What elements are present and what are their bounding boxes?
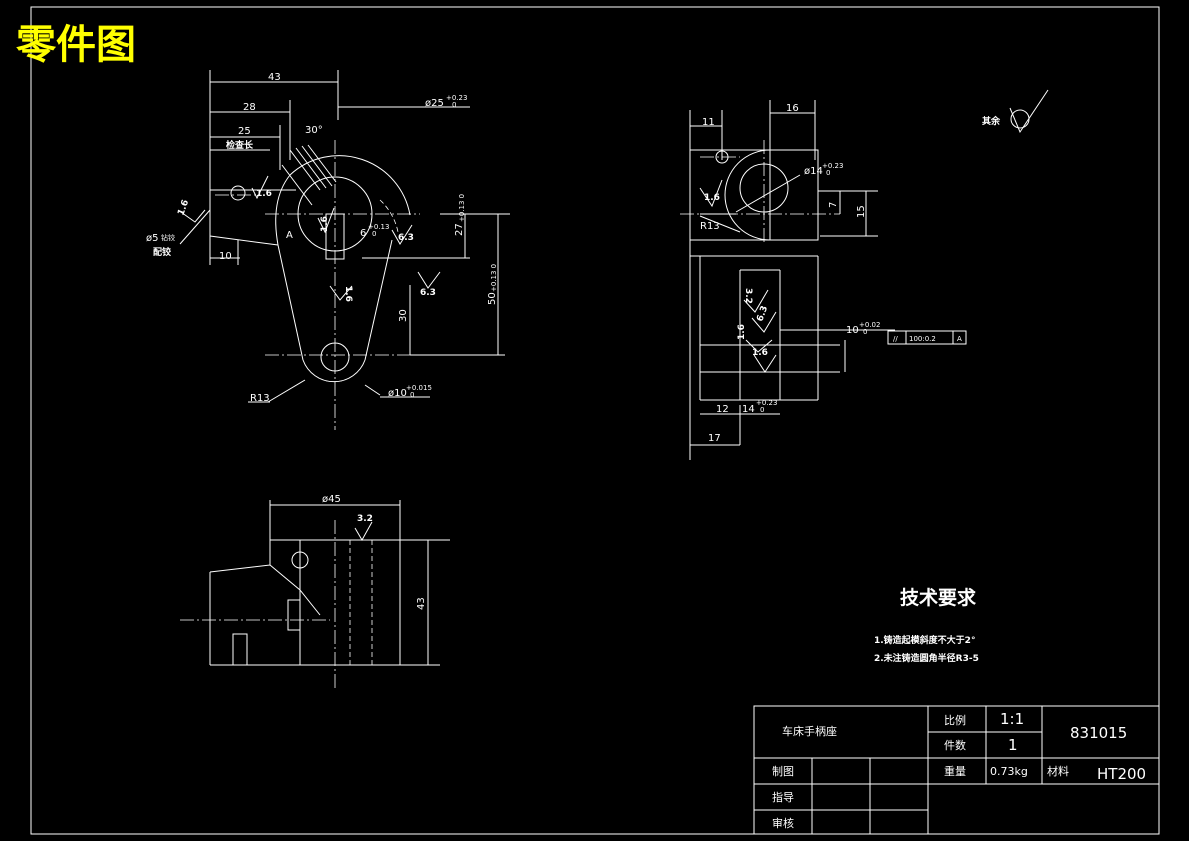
side-dim-15: 15 (856, 205, 867, 218)
scale-label: 比例 (944, 713, 966, 727)
front-roughness-vertical: 1.6 (176, 199, 191, 217)
front-dim-50: 50 (487, 292, 498, 305)
part-name: 车床手柄座 (782, 724, 837, 738)
front-dim-10: 10 (219, 251, 232, 262)
front-check-length: 检查长 (226, 139, 254, 151)
side-roughness-16-b: 1.6 (752, 348, 768, 358)
top-dim-43: 43 (416, 597, 427, 610)
front-label-a: A (286, 230, 293, 241)
weight-label: 重量 (944, 764, 966, 778)
front-dia-10: ø10 (388, 388, 407, 399)
side-tolerance-value: 100:0.2 (909, 335, 936, 343)
front-dia-10-tol-upper: +0.015 (406, 384, 432, 392)
front-dia-5-note: 钻铰 (161, 233, 175, 242)
side-roughness-32: 3.2 (743, 288, 753, 304)
side-dim-14-tol-upper: +0.23 (756, 399, 777, 407)
side-view: 11 16 ø14 +0.23 0 1.6 R13 7 15 3.2 6.3 1… (680, 100, 967, 460)
side-dim-10: 10 (846, 325, 859, 336)
front-slot-tol-upper: +0.13 (368, 223, 389, 231)
front-dia-25: ø25 (425, 98, 444, 109)
material-value: HT200 (1097, 765, 1146, 783)
front-roughness-center: 1.6 (320, 216, 330, 232)
side-dim-16: 16 (786, 103, 799, 114)
tech-req-heading: 技术要求 (900, 586, 977, 609)
front-roughness-bottom: 6.3 (420, 288, 436, 298)
front-dia-10-tol-lower: 0 (410, 391, 414, 399)
side-roughness-left: 1.6 (704, 193, 720, 203)
side-roughness-16-a: 1.6 (737, 324, 747, 340)
front-roughness-slot: 1.6 (343, 286, 353, 302)
quantity-value: 1 (1008, 736, 1018, 754)
front-dim-43: 43 (268, 72, 281, 83)
front-view: 43 28 25 30° 检查长 ø25 +0.23 0 1.6 1.6 ø5 … (146, 70, 510, 430)
front-dia-25-tol-lower: 0 (452, 101, 456, 109)
weight-value: 0.73kg (990, 765, 1028, 778)
drawing-title: 零件图 (16, 21, 136, 68)
side-dim-17: 17 (708, 433, 721, 444)
front-dia-25-tol-upper: +0.23 (446, 94, 467, 102)
advisor-label: 指导 (772, 790, 794, 804)
side-radius-13: R13 (700, 221, 720, 232)
front-roughness-left: 1.6 (256, 189, 272, 199)
side-tolerance-datum: A (957, 335, 962, 343)
side-dim-11: 11 (702, 117, 715, 128)
side-dia-14-tol-upper: +0.23 (822, 162, 843, 170)
scale-value: 1:1 (1000, 710, 1024, 728)
front-radius-13: R13 (250, 393, 270, 404)
front-dim-27-tol: +0.13 0 (458, 194, 466, 222)
top-roughness: 3.2 (357, 514, 373, 524)
front-dim-27: 27 (454, 223, 465, 236)
side-dim-10-tol-lower: 0 (863, 328, 867, 336)
side-dim-7: 7 (828, 202, 839, 208)
front-angle-30: 30° (305, 125, 323, 136)
drawn-by-label: 制图 (772, 765, 794, 778)
side-dia-14-tol-lower: 0 (826, 169, 830, 177)
side-tolerance-symbol: // (893, 335, 898, 343)
side-dia-14: ø14 (804, 166, 823, 177)
front-dia-5: ø5 (146, 233, 158, 244)
side-dim-14-tol-lower: 0 (760, 406, 764, 414)
front-dim-30: 30 (398, 309, 409, 322)
tech-req-item-2: 2.未注铸造圆角半径R3-5 (874, 652, 979, 664)
front-slot-dim: 6 (360, 228, 366, 239)
front-dim-25: 25 (238, 126, 251, 137)
front-slot-tol-lower: 0 (372, 230, 376, 238)
tech-req-item-1: 1.铸造起模斜度不大于2° (874, 634, 975, 646)
general-surface-finish: 其余 (982, 89, 1049, 134)
side-dim-14: 14 (742, 404, 755, 415)
front-pin-note: 配铰 (153, 246, 171, 258)
top-view: ø45 3.2 43 (180, 494, 450, 690)
side-dim-10-tol-upper: +0.02 (859, 321, 880, 329)
title-block: 车床手柄座 比例 1:1 件数 1 831015 重量 0.73kg 材料 HT… (753, 705, 1160, 835)
front-dim-28: 28 (243, 102, 256, 113)
material-label: 材料 (1047, 764, 1069, 778)
reviewer-label: 审核 (772, 816, 794, 830)
front-roughness-right: 6.3 (398, 233, 414, 243)
side-dim-12: 12 (716, 404, 729, 415)
sheet-border (30, 6, 1160, 835)
surface-finish-label: 其余 (982, 115, 1001, 127)
drawing-number: 831015 (1070, 724, 1127, 742)
front-dim-50-tol: +0.13 0 (490, 264, 498, 292)
quantity-label: 件数 (944, 739, 966, 752)
top-dia-45: ø45 (322, 494, 341, 505)
